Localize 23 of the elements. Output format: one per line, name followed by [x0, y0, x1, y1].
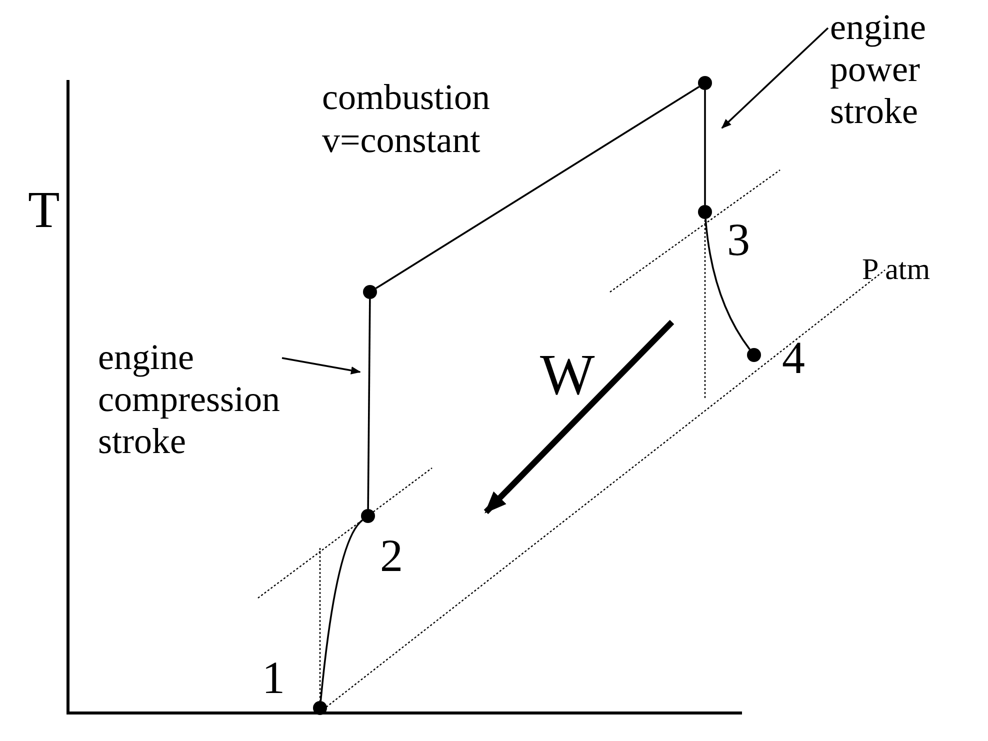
point-number: 1: [262, 651, 285, 705]
point-number: 4: [782, 331, 805, 385]
work-symbol: W: [540, 341, 595, 409]
point-number: 3: [727, 213, 750, 267]
process-line: [704, 218, 750, 350]
process-line: [704, 90, 706, 205]
leader-arrow: [721, 27, 829, 129]
point-marker: [361, 509, 375, 523]
process-line: [320, 520, 364, 702]
point-number: 2: [380, 529, 403, 583]
point-marker: [747, 348, 761, 362]
point-marker: [313, 701, 327, 715]
point-marker: [698, 76, 712, 90]
line-label: P atm: [862, 252, 930, 288]
annotation-text: engine compression stroke: [98, 336, 280, 462]
point-marker: [363, 285, 377, 299]
annotation-text: engine power stroke: [830, 6, 926, 132]
point-marker: [698, 205, 712, 219]
process-annotation: combustion v=constant: [322, 76, 491, 162]
axis-label: T: [28, 181, 60, 241]
process-line: [367, 299, 371, 509]
process-line: [375, 86, 700, 290]
leader-arrow: [282, 357, 361, 374]
